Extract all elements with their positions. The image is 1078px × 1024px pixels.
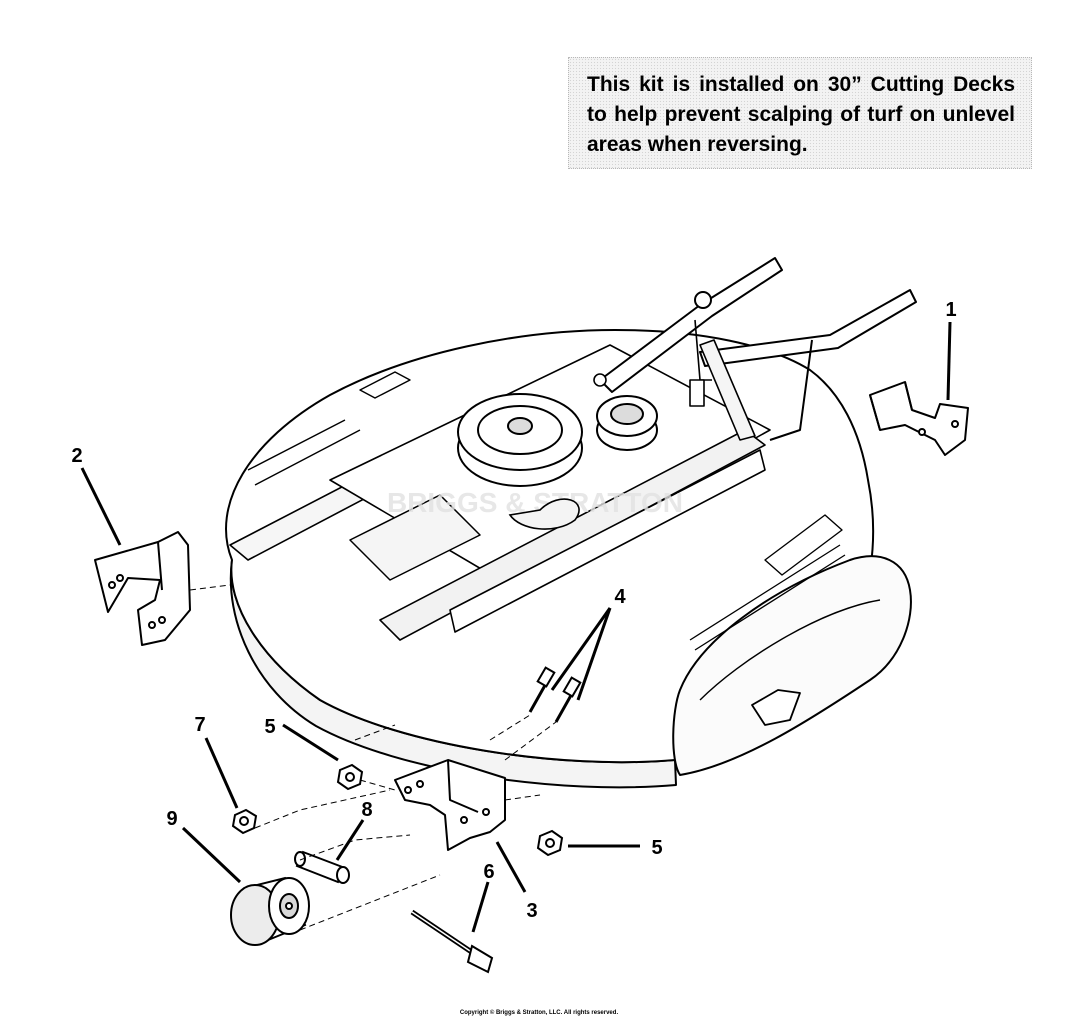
assembly-dashed-lines [189,584,557,931]
leader-6 [471,881,490,933]
part-4-bolts [528,666,582,723]
kit-note-text: This kit is installed on 30” Cutting Dec… [587,73,1015,156]
callout-7: 7 [194,714,205,736]
callout-4: 4 [614,586,626,608]
deck-hanger-arms [593,257,917,441]
deck-decal-1 [359,371,411,399]
callout-8: 8 [361,799,372,821]
kit-note-box: This kit is installed on 30” Cutting Dec… [568,57,1032,169]
callout-leaders [80,321,952,933]
part-8-spacer [294,850,350,884]
callout-5a: 5 [264,716,275,738]
leader-4b [576,607,612,701]
part-5-nuts [336,763,564,857]
guard-logo [751,689,801,726]
leader-8 [335,819,365,861]
leader-5a [282,723,339,762]
leader-3 [495,841,527,893]
callout-9: 9 [166,808,177,830]
part-6-long-bolt [410,909,494,974]
callout-3: 3 [526,900,537,922]
deck-decal-2 [764,514,843,576]
callout-1: 1 [945,299,956,321]
cutting-deck [225,329,912,789]
part-2-bracket [94,531,191,646]
callout-2: 2 [71,445,82,467]
part-7-small-nut [231,808,258,835]
leader-2 [80,467,122,546]
lift-arm-pivot [694,291,712,309]
deck-front-rail [379,429,766,641]
deck-front-guard [672,555,912,776]
drive-pulleys [457,393,658,530]
leader-9 [181,826,242,884]
part-1-bracket [869,381,969,456]
leader-7 [204,737,239,809]
lift-arm-lower [699,289,917,367]
copyright-notice: Copyright © Briggs & Stratton, LLC. All … [459,1010,619,1016]
part-9-roller [230,876,310,946]
callout-6: 6 [483,861,494,883]
callout-5b: 5 [651,837,662,859]
callout-numbers: 1 2 3 4 5 5 6 7 8 9 [71,299,956,922]
part-3-bracket [394,759,506,851]
leader-1 [946,321,952,401]
leader-4a [550,607,612,691]
